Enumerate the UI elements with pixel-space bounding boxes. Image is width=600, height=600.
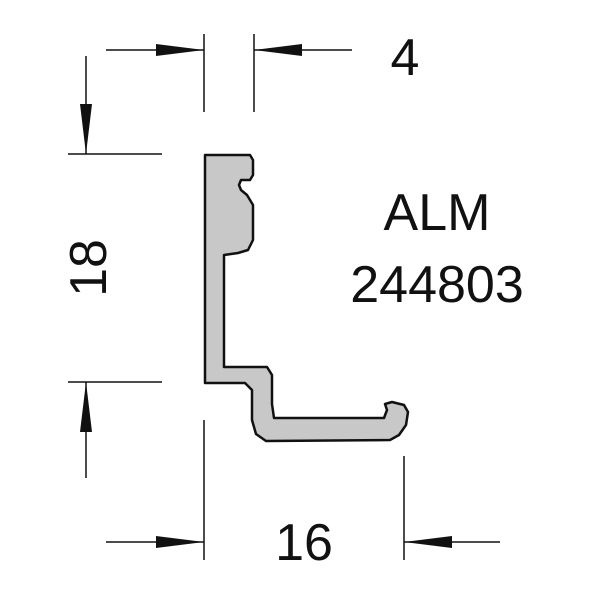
arrow-left-bottom — [80, 382, 92, 432]
dimension-height: 18 — [60, 239, 118, 297]
arrow-bottom-right — [404, 536, 452, 548]
dimension-bottom-width: 16 — [275, 514, 333, 572]
arrow-left-top — [80, 104, 92, 154]
profile-cross-section — [203, 153, 410, 443]
dimension-top-width: 4 — [391, 29, 420, 87]
part-name: ALM — [384, 184, 491, 242]
arrow-top-left — [156, 44, 204, 56]
part-code: 244803 — [350, 256, 524, 314]
arrow-bottom-left — [156, 536, 204, 548]
arrow-top-right — [254, 44, 302, 56]
